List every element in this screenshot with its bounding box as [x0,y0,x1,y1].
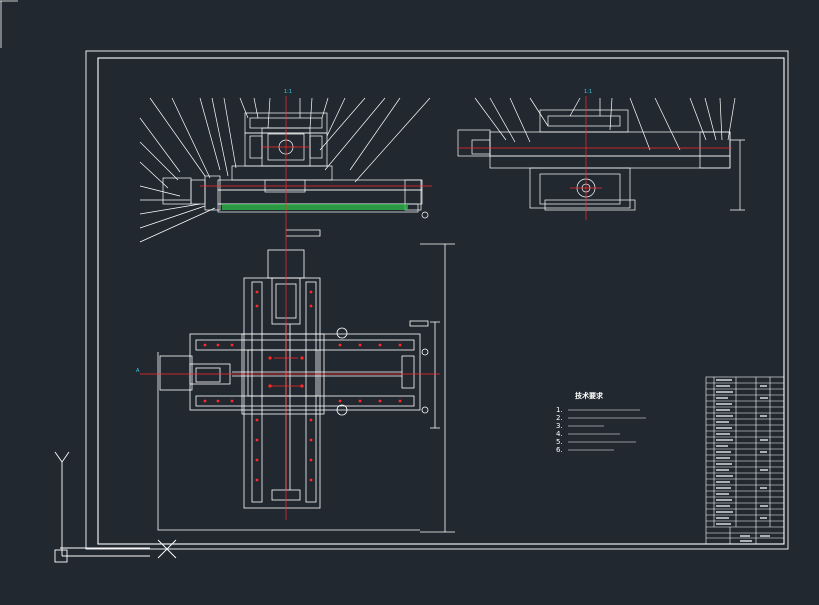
ucs-icon [54,451,177,563]
tech-requirements-title: 技术要求 [575,391,604,400]
side-view-cyan-mark: 1:1 [584,89,592,95]
tech-req-2: 2. [556,414,563,422]
plan-view-cyan-mark: A [136,368,140,374]
title-block-text-marks [716,379,770,542]
tech-req-5: 5. [556,438,563,446]
side-view[interactable] [457,97,745,211]
plan-view-bolt-holes [203,290,402,482]
plan-view-centerlines [140,222,440,520]
front-view-balloon [421,211,429,219]
tech-req-1: 1. [556,406,563,414]
sheet-inner-border [97,57,785,545]
tech-req-6: 6. [556,446,563,454]
tech-req-4: 4. [556,430,563,438]
tech-req-3: 3. [556,422,563,430]
front-view-hatch [222,204,408,210]
corner-mark [0,0,18,48]
front-view-cyan-mark: 1:1 [284,89,292,95]
front-view[interactable] [139,97,431,243]
plan-view[interactable] [157,229,455,533]
front-view-centerlines [200,96,432,222]
sheet-outer-border [85,50,789,550]
title-block[interactable] [705,376,785,545]
tech-requirements: 技术要求 1. 2. 3. 4. 5. 6. [556,391,646,454]
side-view-centerlines [458,96,732,220]
